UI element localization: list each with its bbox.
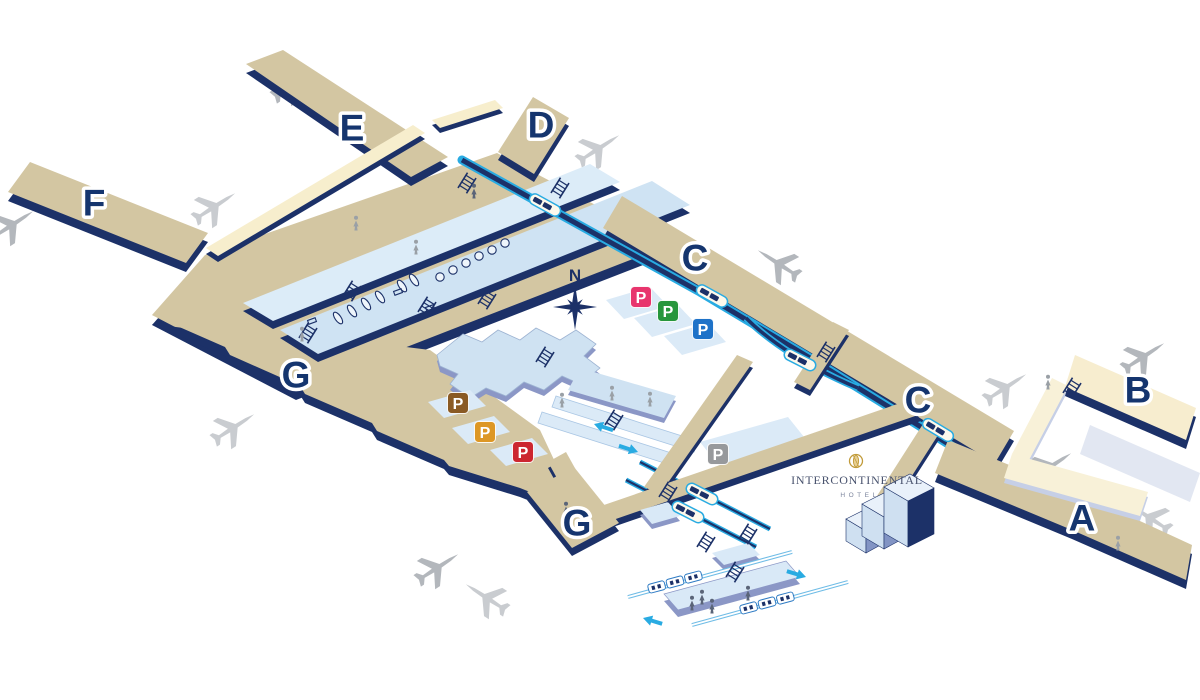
concourse-a-roof — [935, 440, 1192, 580]
concourse-label-a: A — [1069, 498, 1096, 539]
parking-brown-icon: P — [447, 392, 469, 414]
apron-shadow — [1080, 425, 1200, 502]
parking-letter: P — [636, 290, 647, 307]
concourse-label-f: F — [83, 183, 106, 224]
concourse-label-e: E — [340, 108, 365, 149]
parking-gray-icon: P — [707, 443, 729, 465]
hotel-name: INTERCONTINENTAL — [791, 473, 923, 487]
airplane-icon — [569, 121, 629, 176]
concourse-d-roof — [498, 97, 569, 174]
airplane-icon — [185, 179, 245, 234]
checkin-hall-roof-north — [243, 164, 620, 321]
parking-letter: P — [480, 425, 491, 442]
skybridge-walkway-2 — [432, 100, 503, 128]
concourse-g-plate-roof — [152, 315, 572, 498]
checkin-hall-roof-south — [280, 181, 690, 354]
hotel-building — [845, 473, 935, 554]
concourse-labels: F E D C G C B G A — [79, 101, 1155, 547]
checkin-hall-skylights — [306, 238, 510, 325]
concourse-label-b: B — [1125, 370, 1152, 411]
airplane-icon — [408, 540, 468, 595]
moving-walkway-strip — [551, 395, 699, 453]
station-landing — [640, 502, 680, 524]
parking-blue-icon: P — [692, 318, 714, 340]
parking-pink-icon: P — [630, 286, 652, 308]
station-landing — [712, 543, 760, 565]
hotel-logo-icon — [848, 453, 864, 469]
airplane-icon — [456, 570, 516, 625]
concourse-label-c: C — [905, 380, 932, 421]
parking-amber-icon: P — [474, 421, 496, 443]
concourse-label-c: C — [682, 238, 709, 279]
parking-letter: P — [713, 447, 724, 464]
escalator-icon — [696, 530, 716, 554]
concourse-f-roof — [8, 162, 208, 263]
intercontinental-hotel: INTERCONTINENTAL HOTEL — [791, 453, 935, 554]
ground-walkway-b — [1012, 378, 1068, 462]
hotel-subtitle: HOTEL — [840, 492, 879, 499]
parking-letter: P — [518, 445, 529, 462]
parking-letter: P — [453, 396, 464, 413]
compass-rose: N — [553, 266, 597, 330]
concourse-c-roof — [603, 196, 1014, 463]
concourse-label-g: G — [282, 355, 311, 396]
concourse-g-spur-roof — [527, 467, 619, 548]
parking-green-icon: P — [657, 300, 679, 322]
airplane-icon — [976, 360, 1036, 415]
ground-walkway-b — [1004, 454, 1148, 516]
compass-north-label: N — [569, 266, 581, 285]
concourse-label-d: D — [528, 105, 555, 146]
parking-red-icon: P — [512, 441, 534, 463]
airplane-icon — [204, 400, 264, 455]
skybridge-walkway — [206, 125, 425, 256]
direction-arrow-icon — [641, 613, 664, 629]
concourse-label-g: G — [563, 503, 592, 544]
parking-letter: P — [698, 322, 709, 339]
south-walkway — [601, 399, 921, 521]
concourse-b-roof — [1065, 355, 1196, 440]
parking-letter: P — [663, 304, 674, 321]
station-bridge — [644, 355, 753, 494]
